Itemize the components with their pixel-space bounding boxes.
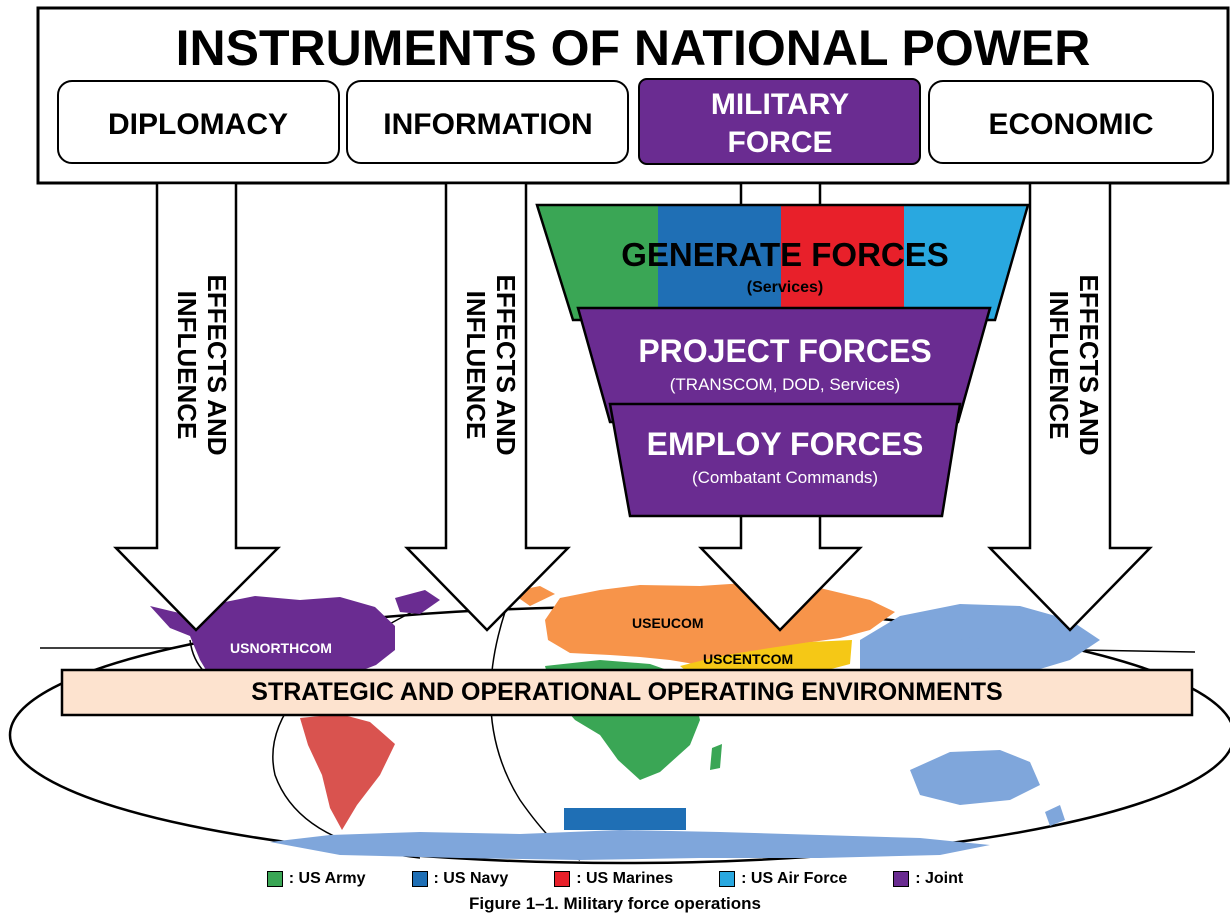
usnorthcom-label: USNORTHCOM bbox=[230, 640, 332, 656]
diplomacy-label: DIPLOMACY bbox=[108, 108, 288, 141]
arrow-label-line1: EFFECTS AND bbox=[491, 274, 521, 455]
legend-item-air-force: : US Air Force bbox=[719, 870, 847, 888]
navy-block bbox=[564, 808, 686, 830]
south-america-region bbox=[300, 714, 395, 830]
instruments-panel: INSTRUMENTS OF NATIONAL POWER DIPLOMACY … bbox=[36, 6, 1230, 185]
marines-band bbox=[781, 205, 904, 320]
information-arrow bbox=[404, 181, 571, 632]
usnorthcom-region bbox=[150, 596, 395, 690]
generate-forces-title: GENERATE FORCES bbox=[621, 236, 949, 273]
useucom-label: USEUCOM bbox=[632, 615, 704, 631]
arctic-line-right bbox=[1079, 649, 1196, 653]
generate-forces-subtitle: (Services) bbox=[747, 279, 824, 296]
pacific-island-2 bbox=[960, 636, 980, 652]
economic-box bbox=[928, 80, 1214, 164]
diplomacy-arrow-label: EFFECTS AND INFLUENCE bbox=[172, 274, 232, 455]
military-force-box bbox=[638, 78, 921, 165]
navy-swatch bbox=[411, 871, 428, 887]
uscentcom-label: USCENTCOM bbox=[703, 651, 793, 667]
information-arrow-label: EFFECTS AND INFLUENCE bbox=[461, 274, 521, 455]
madagascar bbox=[710, 744, 722, 770]
marines-swatch bbox=[554, 871, 571, 887]
arrow-label-line2: INFLUENCE bbox=[1044, 291, 1074, 440]
information-box bbox=[346, 80, 629, 164]
diplomacy-box bbox=[57, 80, 340, 164]
joint-swatch bbox=[893, 871, 910, 887]
force-funnel: GENERATE FORCES (Services) PROJECT FORCE… bbox=[535, 203, 1030, 518]
air-force-swatch bbox=[719, 871, 736, 887]
project-forces-subtitle: (TRANSCOM, DOD, Services) bbox=[670, 375, 900, 394]
legend-item-army: : US Army bbox=[266, 870, 366, 888]
arrow-label-line1: EFFECTS AND bbox=[202, 274, 232, 455]
employ-forces-title: EMPLOY FORCES bbox=[647, 426, 924, 462]
legend: : US Army : US Navy : US Marines : US Ai… bbox=[0, 870, 1230, 888]
army-swatch bbox=[266, 871, 283, 887]
information-label: INFORMATION bbox=[383, 108, 592, 141]
uscentcom-region bbox=[680, 640, 852, 676]
pacific-island bbox=[1045, 805, 1065, 826]
military-force-label-line2: FORCE bbox=[728, 126, 833, 159]
project-forces-title: PROJECT FORCES bbox=[638, 333, 931, 369]
economic-label: ECONOMIC bbox=[989, 108, 1154, 141]
navy-band bbox=[658, 205, 781, 320]
legend-item-joint: : Joint bbox=[893, 870, 963, 888]
arrow-label-line2: INFLUENCE bbox=[461, 291, 491, 440]
employ-forces-stage bbox=[608, 402, 962, 518]
legend-label-navy: : US Navy bbox=[433, 870, 509, 887]
diplomacy-arrow bbox=[113, 181, 282, 632]
economic-arrow-label: EFFECTS AND INFLUENCE bbox=[1044, 274, 1104, 455]
legend-label-air-force: : US Air Force bbox=[741, 870, 848, 887]
figure-caption: Figure 1–1. Military force operations bbox=[469, 894, 761, 913]
australia bbox=[910, 750, 1040, 805]
arrow-label-line1: EFFECTS AND bbox=[1074, 274, 1104, 455]
generate-forces-stage bbox=[537, 205, 1028, 320]
legend-item-navy: : US Navy bbox=[411, 870, 509, 888]
military-force-label-line1: MILITARY bbox=[711, 88, 849, 121]
antarctica-region bbox=[270, 830, 990, 860]
environment-banner-box bbox=[60, 668, 1194, 717]
environment-banner: STRATEGIC AND OPERATIONAL OPERATING ENVI… bbox=[251, 678, 1002, 706]
economic-arrow bbox=[987, 181, 1153, 632]
employ-forces-subtitle: (Combatant Commands) bbox=[692, 468, 878, 487]
arrow-label-line2: INFLUENCE bbox=[172, 291, 202, 440]
legend-item-marines: : US Marines bbox=[554, 870, 673, 888]
legend-label-army: : US Army bbox=[288, 870, 366, 887]
instruments-title: INSTRUMENTS OF NATIONAL POWER bbox=[176, 20, 1091, 76]
legend-label-marines: : US Marines bbox=[576, 870, 674, 887]
greenland bbox=[395, 590, 440, 614]
generate-forces-outline bbox=[535, 203, 1030, 322]
legend-label-joint: : Joint bbox=[915, 870, 964, 887]
